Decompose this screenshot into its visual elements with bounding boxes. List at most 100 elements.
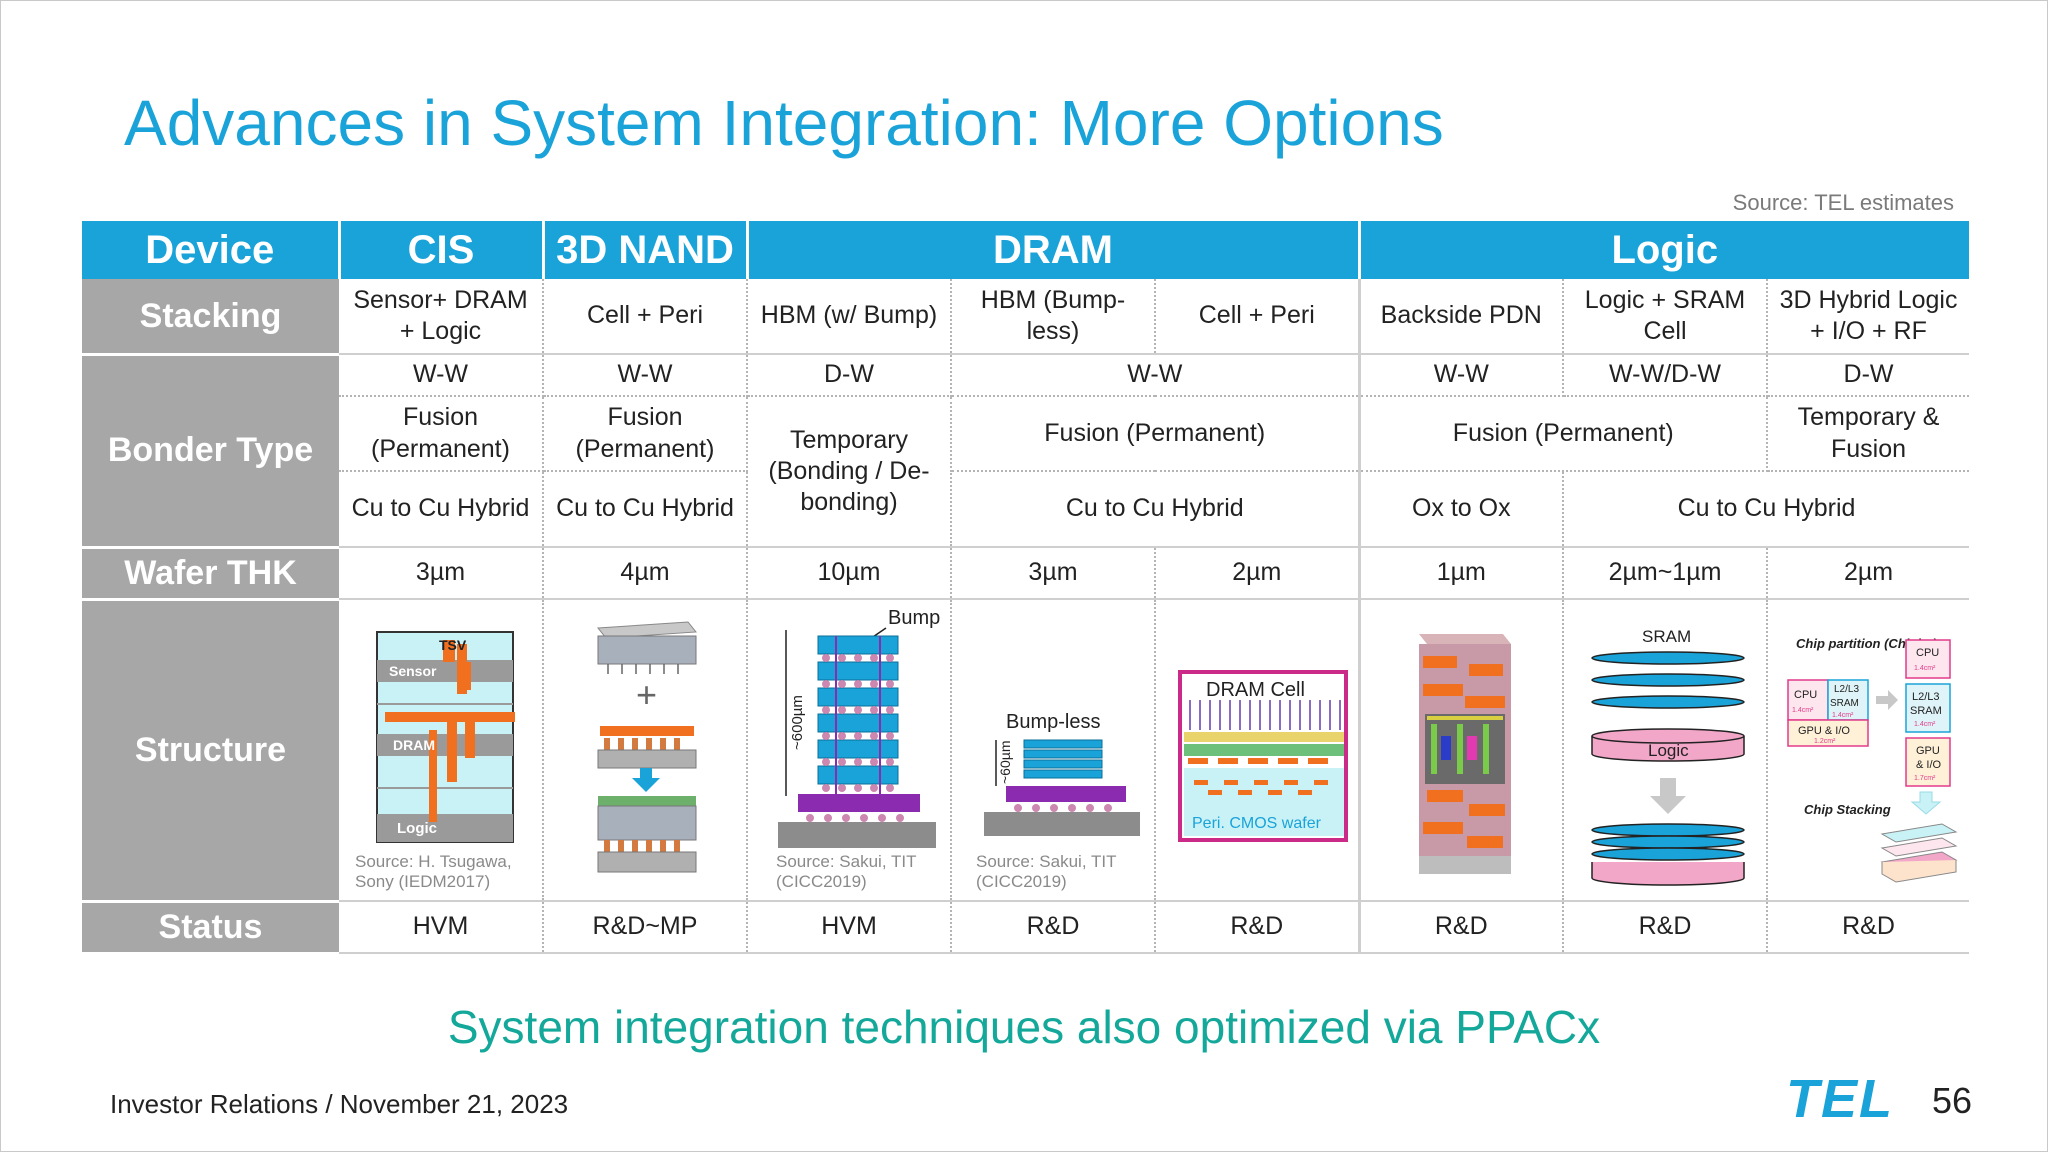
nand-bonding-diagram: +	[597, 621, 697, 873]
source-note: Source: TEL estimates	[1732, 190, 1954, 215]
chiplet-sram: SRAM	[1830, 698, 1859, 709]
bonder-cu-nand: Cu to Cu Hybrid	[543, 471, 748, 548]
thk-3d-hybrid: 2µm	[1767, 547, 1970, 600]
stacking-row: Stacking Sensor+ DRAM + Logic Cell + Per…	[82, 279, 1970, 356]
stacking-dram-cell-peri: Cell + Peri	[1155, 279, 1361, 355]
logic-sram-diagram: SRAM Logic	[1591, 627, 1745, 886]
thk-hbm-bumpless: 3µm	[951, 547, 1156, 600]
chiplet-sram-area: 1.4cm²	[1832, 712, 1854, 719]
structure-hbm-bump: Bump	[747, 599, 952, 902]
bonder-cu-logic: Cu to Cu Hybrid	[1563, 471, 1970, 548]
thk-logic-sram: 2µm~1µm	[1563, 547, 1769, 600]
cis-stack-diagram: TSV Sensor DRAM Logic	[376, 631, 515, 843]
thk-cis: 3µm	[339, 547, 544, 600]
status-hbm-bump: HVM	[747, 901, 952, 954]
row-label-structure: Structure	[82, 599, 339, 903]
bonder-fusion-cis: Fusion (Permanent)	[339, 396, 544, 472]
chiplet-gpu-area: 1.2cm²	[1814, 738, 1836, 745]
thk-nand: 4µm	[543, 547, 748, 600]
bonder-fusion-logic: Fusion (Permanent)	[1359, 396, 1769, 472]
right-cpu-area: 1.4cm²	[1914, 665, 1936, 672]
hbm-height-label: ~600µm	[789, 695, 806, 750]
thk-dram-cell-peri: 2µm	[1155, 547, 1361, 600]
bspdn-diagram	[1418, 634, 1511, 874]
stacking-cis: Sensor+ DRAM + Logic	[339, 279, 544, 355]
wafer-thk-row: Wafer THK 3µm 4µm 10µm 3µm 2µm 1µm 2µm~1…	[82, 547, 1970, 601]
right-sram: SRAM	[1910, 705, 1942, 717]
tel-logo-text: TEL	[1786, 1069, 1894, 1129]
status-logic-sram: R&D	[1563, 901, 1769, 954]
right-sram-area: 1.4cm²	[1914, 721, 1936, 728]
right-gpu: GPU	[1916, 745, 1940, 757]
logic-label: Logic	[1648, 741, 1689, 760]
header-dram: DRAM	[747, 221, 1361, 279]
chiplet-diagram: Chip partition (Chiplet) CPU 1.4cm² L2/L…	[1787, 636, 1958, 883]
row-label-wafer-thk: Wafer THK	[82, 547, 339, 601]
chiplet-title: Chip partition (Chiplet)	[1796, 636, 1937, 651]
bumpless-label: Bump-less	[1006, 711, 1100, 733]
bonder-fusion-dram: Fusion (Permanent)	[951, 396, 1361, 472]
status-dram-cell-peri: R&D	[1155, 901, 1361, 954]
cis-tsv-label: TSV	[439, 637, 467, 653]
bumpless-height-label: ~60µm	[997, 741, 1013, 784]
bonder-ww-bspdn: W-W	[1359, 354, 1565, 397]
cis-source: Source: H. Tsugawa, Sony (IEDM2017)	[355, 852, 512, 892]
bonder-cu-row: Cu to Cu Hybrid Cu to Cu Hybrid Cu to Cu…	[82, 471, 1970, 548]
header-logic: Logic	[1359, 221, 1970, 279]
slide-title: Advances in System Integration: More Opt…	[124, 87, 1444, 159]
hbm-bumpless-diagram: Bump-less ~60µm	[984, 711, 1140, 836]
structure-bspdn	[1359, 599, 1565, 902]
page-number: 56	[1932, 1080, 1973, 1121]
dram-cell-peri-diagram: DRAM Cell Peri. CMOS wafer	[1178, 670, 1348, 842]
tagline: System integration techniques also optim…	[447, 1001, 1601, 1053]
cis-sensor-label: Sensor	[389, 663, 437, 679]
nand-down-arrow	[632, 768, 660, 792]
header-cis: CIS	[339, 221, 545, 279]
chiplet-l2l3: L2/L3	[1834, 684, 1859, 695]
bonder-temp-fusion-hybrid: Temporary & Fusion	[1767, 396, 1970, 472]
header-row: Device CIS 3D NAND DRAM Logic	[82, 221, 1970, 279]
right-l2l3: L2/L3	[1912, 691, 1940, 703]
status-cis: HVM	[339, 901, 544, 954]
stacking-nand: Cell + Peri	[543, 279, 748, 355]
stacking-bspdn: Backside PDN	[1359, 279, 1565, 355]
hbm-bumpless-source: Source: Sakui, TIT (CICC2019)	[976, 852, 1117, 892]
status-hbm-bumpless: R&D	[951, 901, 1156, 954]
integration-table: Device CIS 3D NAND DRAM Logic Stacking S…	[82, 221, 1970, 955]
structure-row: Structure TSV Sensor DRAM Logic	[82, 599, 1970, 903]
status-row: Status HVM R&D~MP HVM R&D R&D R&D R&D R&…	[82, 901, 1970, 955]
hbm-bump-source: Source: Sakui, TIT (CICC2019)	[776, 852, 917, 892]
status-3d-hybrid: R&D	[1767, 901, 1970, 954]
status-nand: R&D~MP	[543, 901, 748, 954]
bonder-ww-dram: W-W	[951, 354, 1361, 397]
right-cpu: CPU	[1916, 647, 1939, 659]
structure-logic-sram: SRAM Logic	[1563, 599, 1769, 902]
row-label-bonder-type: Bonder Type	[82, 354, 339, 549]
thk-bspdn: 1µm	[1359, 547, 1565, 600]
stacking-logic-sram: Logic + SRAM Cell	[1563, 279, 1769, 355]
bonder-fusion-nand: Fusion (Permanent)	[543, 396, 748, 472]
bonder-cu-dram: Cu to Cu Hybrid	[951, 471, 1361, 548]
row-label-status: Status	[82, 901, 339, 955]
footer-text: Investor Relations / November 21, 2023	[110, 1089, 569, 1119]
status-bspdn: R&D	[1359, 901, 1565, 954]
structure-dram-cell-peri: DRAM Cell Peri. CMOS wafer	[1155, 599, 1361, 902]
bonder-ww-hbm-bump: D-W	[747, 354, 952, 397]
right-gpu-area: 1.7cm²	[1914, 775, 1936, 782]
bonder-ox-bspdn: Ox to Ox	[1359, 471, 1565, 548]
stacking-hbm-bump: HBM (w/ Bump)	[747, 279, 952, 355]
nand-plus-sign: +	[636, 674, 657, 715]
chiplet-cpu: CPU	[1794, 689, 1817, 701]
bonder-ww-cis: W-W	[339, 354, 544, 397]
thk-hbm-bump: 10µm	[747, 547, 952, 600]
right-io: & I/O	[1916, 759, 1942, 771]
hbm-bump-label: Bump	[888, 607, 940, 629]
structure-3d-hybrid: Chip partition (Chiplet) CPU 1.4cm² L2/L…	[1767, 599, 1970, 902]
header-device: Device	[82, 221, 341, 279]
bonder-ww-nand: W-W	[543, 354, 748, 397]
bonder-ww-hybrid: D-W	[1767, 354, 1970, 397]
stacking-hbm-bumpless: HBM (Bump-less)	[951, 279, 1156, 355]
hbm-bump-diagram: Bump	[778, 607, 940, 848]
bonder-ww-row: Bonder Type W-W W-W D-W W-W W-W W-W/D-W …	[82, 354, 1970, 549]
tel-logo: TEL	[1786, 1068, 1894, 1130]
